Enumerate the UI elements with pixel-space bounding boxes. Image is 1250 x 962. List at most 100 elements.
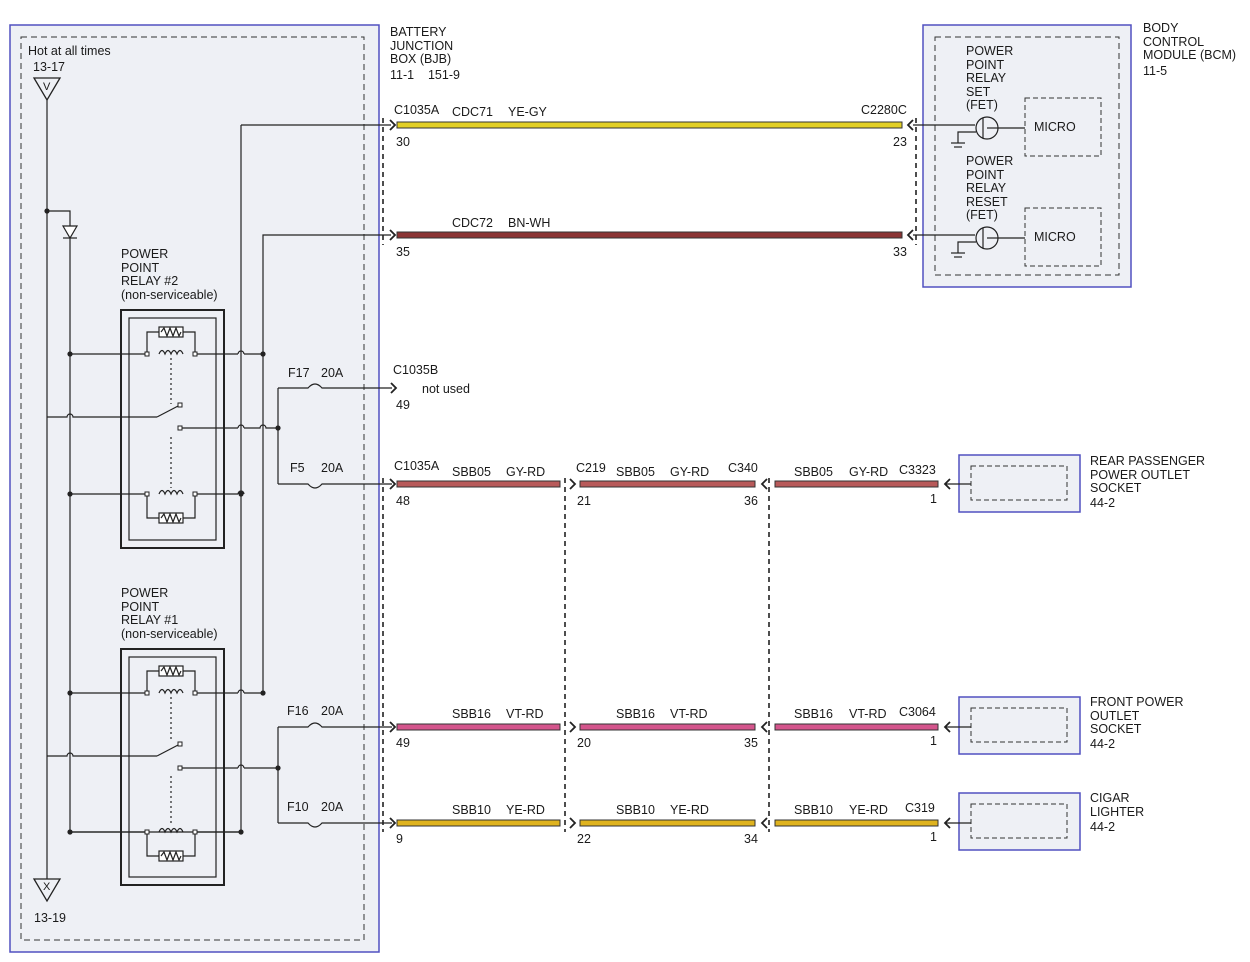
wire-sbb05-seg-3 [774,480,939,488]
front-socket-ref: 44-2 [1090,737,1116,751]
cigar-lighter-ref: 44-2 [1090,820,1116,834]
connector-arrow-f17 [390,382,398,394]
connector-arrow-right-0 [906,119,914,131]
fuse-f16-rating: 20A [321,704,344,718]
fuse-f5-symbol [278,483,392,489]
arrow-row2-c [760,817,768,829]
cdc71-color: YE-GY [508,105,547,119]
connector-arrow-right-1 [906,229,914,241]
fuse-f16-name: F16 [287,704,309,718]
ref-in-label: 13-17 [33,60,65,74]
arrow-row1-a [389,721,397,733]
fet-set-label: POWER POINT RELAY SET (FET) [966,44,1014,112]
sbb16-color-3: VT-RD [849,707,887,721]
connector-c3323: C3323 [899,463,936,477]
sbb10-pin-1: 9 [396,832,403,846]
bcm-ref: 11-5 [1143,64,1168,78]
sbb05-pin-3: 36 [744,494,758,508]
sbb16-color-1: VT-RD [506,707,544,721]
sbb10-color-2: YE-RD [670,803,709,817]
cdc71-pin-left: 30 [396,135,410,149]
sbb10-circuit-1: SBB10 [452,803,491,817]
sbb10-pin-2: 22 [577,832,591,846]
hot-input-triangle [32,77,62,102]
sbb16-pin-1: 49 [396,736,410,750]
fuse-f17-rating: 20A [321,366,344,380]
sbb10-pin-4: 1 [930,830,937,844]
sbb16-circuit-2: SBB16 [616,707,655,721]
relay-1-label: POWER POINT RELAY #1 (non-serviceable) [121,586,218,641]
sbb16-circuit-1: SBB16 [452,707,491,721]
arrow-row2-a [389,817,397,829]
cdc71-pin-right: 23 [893,135,907,149]
fuse-f5-name: F5 [290,461,305,475]
sbb16-pin-3: 35 [744,736,758,750]
wire-sbb16-seg-3 [774,723,939,731]
sbb16-color-2: VT-RD [670,707,708,721]
cigar-lighter-title: CIGAR LIGHTER [1090,791,1145,819]
sbb05-color-3: GY-RD [849,465,889,479]
fuse-f5-rating: 20A [321,461,344,475]
sbb16-circuit-3: SBB16 [794,707,833,721]
bjb-inner-dash [20,36,365,941]
rear-socket-title: REAR PASSENGER POWER OUTLET SOCKET [1090,454,1206,495]
connector-arrow-left-0 [389,119,397,131]
front-socket-box [958,696,1081,755]
rear-socket-box [958,454,1081,513]
fuse-f17-name: F17 [288,366,310,380]
wire-cdc72 [396,231,903,239]
connector-c1035b: C1035B [393,363,439,377]
fuse-f16-symbol [278,722,392,728]
ref-in-letter: V [43,81,51,93]
sbb10-circuit-3: SBB10 [794,803,833,817]
cigar-lighter-box [958,792,1081,851]
cdc71-circuit: CDC71 [452,105,493,119]
bcm-title: BODY CONTROL MODULE (BCM) [1143,21,1237,62]
f17-pin: 49 [396,398,410,412]
sbb16-pin-4: 1 [930,734,937,748]
cdc72-pin-right: 33 [893,245,907,259]
sbb05-pin-1: 48 [396,494,410,508]
wire-sbb10-seg-1 [396,819,561,827]
bjb-ref: 11-1 151-9 [390,68,460,82]
connector-c1035a-top: C1035A [394,103,440,117]
ref-out-label: 13-19 [34,911,66,925]
sbb16-pin-2: 20 [577,736,591,750]
arrow-row0-a [389,478,397,490]
front-socket-title: FRONT POWER OUTLET SOCKET [1090,695,1184,736]
cdc72-pin-left: 35 [396,245,410,259]
wire-sbb16-seg-2 [579,723,756,731]
connector-c319: C319 [905,801,935,815]
fet-reset-label: POWER POINT RELAY RESET (FET) [966,154,1014,222]
rear-socket-ref: 44-2 [1090,496,1116,510]
arrow-row2-b [569,817,577,829]
bjb-module-box [9,24,380,953]
sbb10-circuit-2: SBB10 [616,803,655,817]
connector-c3064: C3064 [899,705,936,719]
sbb10-color-3: YE-RD [849,803,888,817]
bcm-inner-dash [934,36,1120,276]
sbb05-pin-4: 1 [930,492,937,506]
fuse-f10-name: F10 [287,800,309,814]
sbb10-pin-3: 34 [744,832,758,846]
wire-sbb16-seg-1 [396,723,561,731]
wire-cdc71 [396,121,903,129]
cdc72-circuit: CDC72 [452,216,493,230]
sbb10-color-1: YE-RD [506,803,545,817]
wire-sbb05-seg-2 [579,480,756,488]
sbb05-color-2: GY-RD [670,465,710,479]
connector-c1035a-sbb05: C1035A [394,459,440,473]
sbb05-circuit-3: SBB05 [794,465,833,479]
micro-set-label: MICRO [1034,120,1076,134]
wire-sbb10-seg-2 [579,819,756,827]
fuse-f10-rating: 20A [321,800,344,814]
sbb05-circuit-2: SBB05 [616,465,655,479]
arrow-row1-b [569,721,577,733]
cdc72-color: BN-WH [508,216,551,230]
wire-sbb10-seg-3 [774,819,939,827]
sbb05-pin-2: 21 [577,494,591,508]
micro-box-set [1024,97,1102,157]
connector-c219: C219 [576,461,606,475]
wire-sbb05-seg-1 [396,480,561,488]
fuse-f10-symbol [278,822,392,828]
